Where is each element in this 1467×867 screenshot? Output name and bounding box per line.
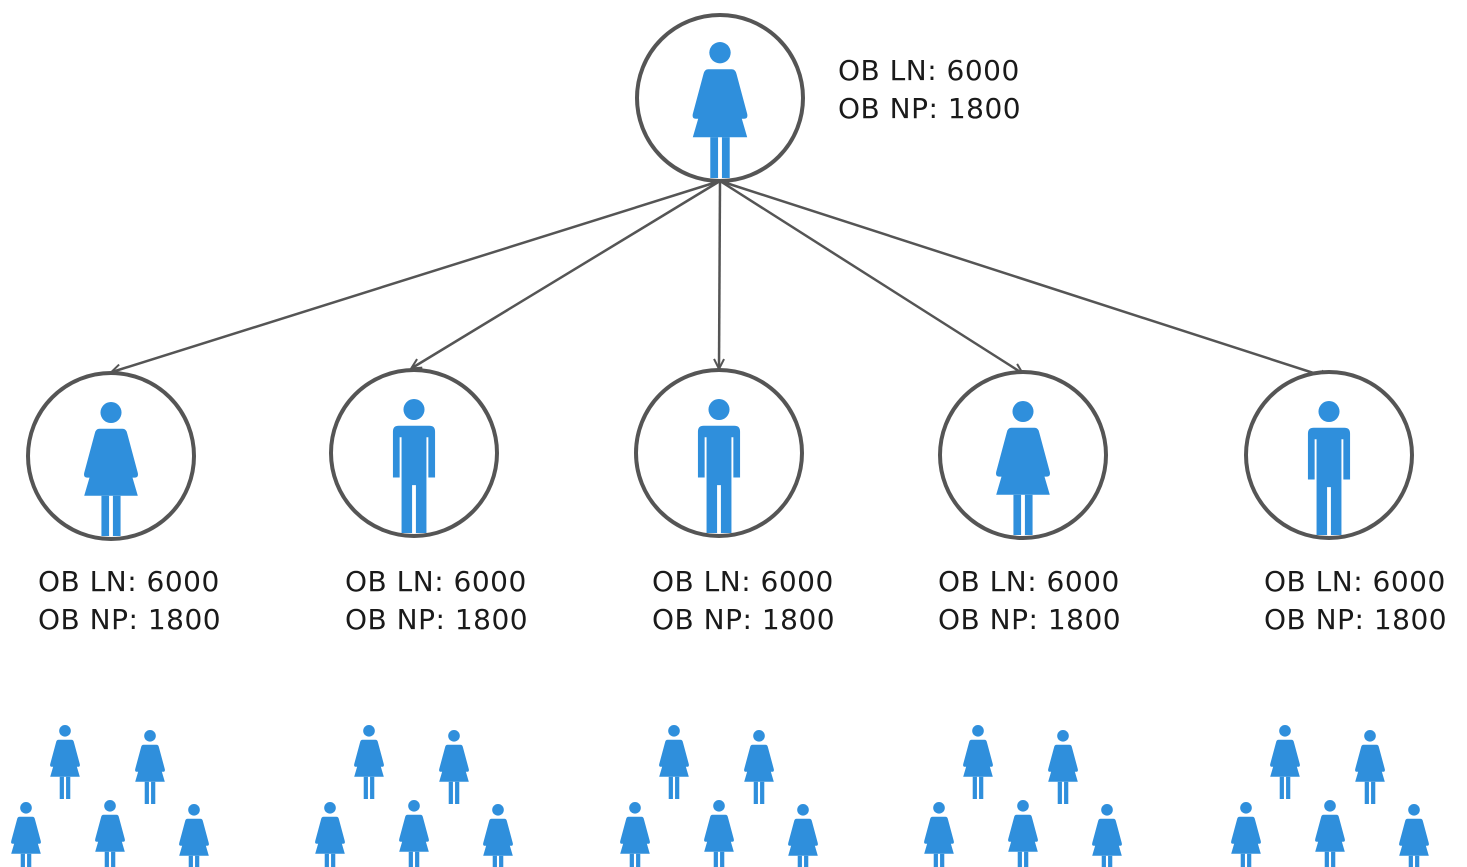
group-woman-icon: [1355, 730, 1385, 804]
person-group-5: [1231, 725, 1429, 867]
child-label-2: OB LN: 6000 OB NP: 1800: [345, 563, 528, 639]
connector-arrow-4: [719, 179, 1022, 373]
group-woman-icon: [924, 802, 954, 867]
group-woman-icon: [1048, 730, 1078, 804]
group-woman-icon: [1008, 800, 1038, 867]
child-label-line1: OB LN: 6000: [345, 565, 527, 598]
child-man-icon: [1307, 401, 1351, 535]
root-woman-icon: [692, 42, 748, 178]
group-woman-icon: [788, 804, 818, 867]
group-woman-icon: [179, 804, 209, 867]
group-woman-icon: [135, 730, 165, 804]
person-group-3: [620, 725, 818, 867]
connector-arrow-3: [719, 180, 720, 368]
child-woman-icon: [996, 401, 1050, 535]
group-woman-icon: [1092, 804, 1122, 867]
root-label-line1: OB LN: 6000: [838, 54, 1020, 87]
group-woman-icon: [704, 800, 734, 867]
child-man-icon: [392, 399, 436, 533]
child-label-line2: OB NP: 1800: [1264, 603, 1448, 636]
group-woman-icon: [439, 730, 469, 804]
person-group-2: [315, 725, 513, 867]
child-label-1: OB LN: 6000 OB NP: 1800: [38, 563, 221, 639]
child-label-line2: OB NP: 1800: [38, 603, 222, 636]
group-woman-icon: [354, 725, 384, 799]
person-group-4: [924, 725, 1122, 867]
child-label-5: OB LN: 6000 OB NP: 1800: [1264, 563, 1447, 639]
child-man-icon: [697, 399, 741, 533]
person-group-1: [11, 725, 209, 867]
child-label-line2: OB NP: 1800: [345, 603, 529, 636]
group-woman-icon: [1399, 804, 1429, 867]
child-woman-icon: [84, 402, 138, 536]
group-woman-icon: [50, 725, 80, 799]
child-label-line1: OB LN: 6000: [38, 565, 220, 598]
group-woman-icon: [1231, 802, 1261, 867]
group-woman-icon: [1270, 725, 1300, 799]
child-label-line1: OB LN: 6000: [1264, 565, 1446, 598]
root-label-line2: OB NP: 1800: [838, 92, 1022, 125]
child-label-line2: OB NP: 1800: [938, 603, 1122, 636]
group-woman-icon: [95, 800, 125, 867]
child-label-3: OB LN: 6000 OB NP: 1800: [652, 563, 835, 639]
group-woman-icon: [963, 725, 993, 799]
child-label-4: OB LN: 6000 OB NP: 1800: [938, 563, 1121, 639]
connector-arrow-2: [412, 179, 721, 368]
group-woman-icon: [483, 804, 513, 867]
connector-arrow-1: [112, 179, 721, 372]
child-label-line1: OB LN: 6000: [652, 565, 834, 598]
group-woman-icon: [11, 802, 41, 867]
group-woman-icon: [744, 730, 774, 804]
root-label: OB LN: 6000 OB NP: 1800: [838, 52, 1021, 128]
child-label-line1: OB LN: 6000: [938, 565, 1120, 598]
connector-arrow-5: [719, 179, 1329, 378]
group-woman-icon: [620, 802, 650, 867]
group-woman-icon: [315, 802, 345, 867]
group-woman-icon: [659, 725, 689, 799]
group-woman-icon: [399, 800, 429, 867]
group-woman-icon: [1315, 800, 1345, 867]
child-label-line2: OB NP: 1800: [652, 603, 836, 636]
